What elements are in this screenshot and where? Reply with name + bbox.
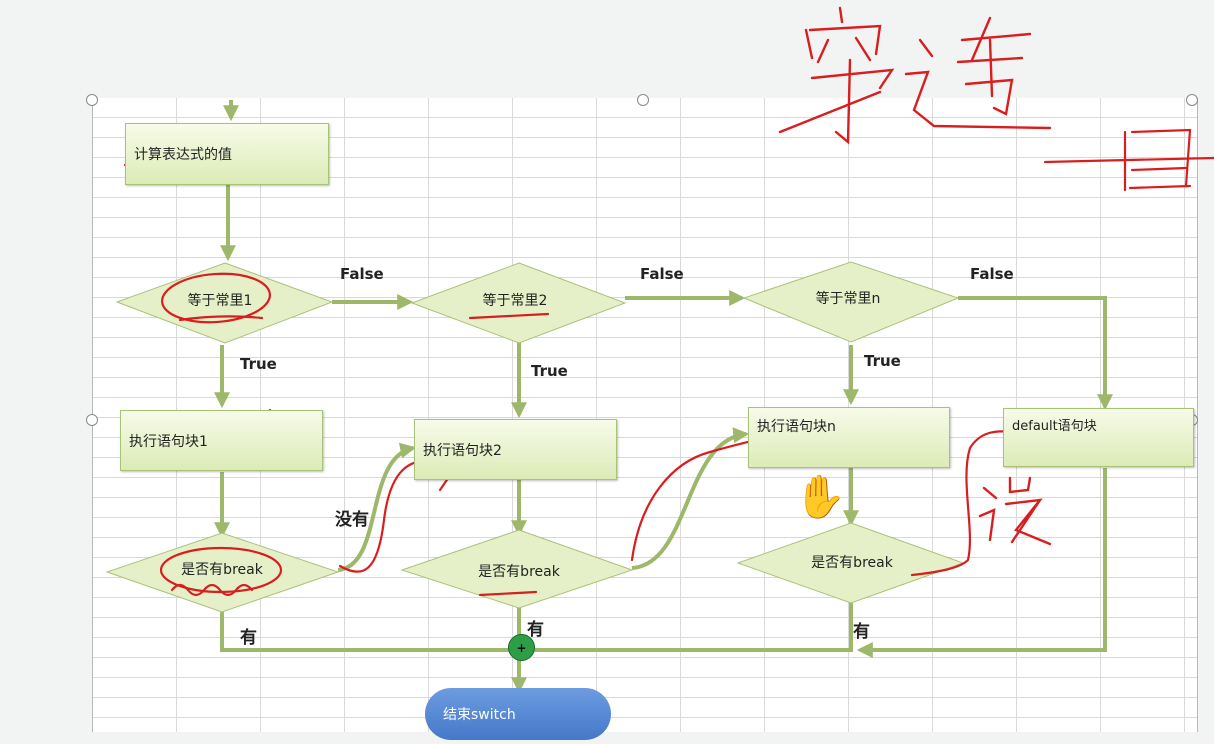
selection-handle[interactable] (1186, 94, 1198, 106)
edge-yes-3: 有 (853, 622, 870, 642)
decision-break1 (105, 532, 340, 613)
edge-none-1: 没有 (335, 510, 369, 530)
ink-curve (910, 430, 1014, 577)
connector (856, 468, 1107, 658)
ink-stroke (816, 36, 872, 64)
selection-handle[interactable] (637, 94, 649, 106)
decision-breakn-label: 是否有break (811, 555, 893, 571)
selection-handle[interactable] (86, 94, 98, 106)
edge-true-3: True (864, 352, 901, 370)
connector (631, 427, 750, 570)
ink-strike (1130, 166, 1188, 172)
edge-false-1: False (340, 265, 384, 283)
ink-stroke (964, 78, 1014, 116)
process-block1: 执行语句块1 (120, 410, 323, 471)
selection-handle[interactable] (86, 414, 98, 426)
edge-yes-2: 有 (527, 620, 544, 640)
connector (958, 296, 1113, 411)
ink-strike (1043, 156, 1214, 164)
decision-eq2 (410, 262, 627, 344)
decision-eq2-label: 等于常里2 (482, 293, 548, 309)
process-compute: 计算表达式的值 (125, 123, 329, 185)
decision-break1-label: 是否有break (181, 562, 263, 578)
connector (337, 442, 417, 572)
ink-circle (161, 272, 271, 324)
connector (220, 612, 517, 652)
end-switch-label: 结束switch (443, 707, 516, 723)
ink-stroke (838, 6, 844, 24)
process-blockn: 执行语句块n (748, 407, 950, 468)
ink-stroke (918, 38, 934, 58)
ink-stroke (956, 38, 1024, 98)
ink-underline (178, 315, 264, 322)
ink-stroke (778, 90, 882, 134)
ink-stroke (834, 58, 852, 145)
decision-eq1-label: 等于常里1 (187, 293, 253, 309)
ink-underline (468, 312, 550, 320)
end-switch-terminator: 结束switch (425, 688, 611, 740)
edge-true-1: True (240, 355, 277, 373)
edge-yes-1: 有 (240, 628, 257, 648)
connector (530, 603, 853, 652)
process-block2-label: 执行语句块2 (423, 442, 502, 459)
ink-strike (1128, 184, 1192, 190)
process-default: default语句块 (1003, 408, 1194, 467)
decision-eqn (742, 261, 960, 343)
ink-stroke (978, 486, 998, 542)
ink-stroke (804, 24, 882, 60)
ink-strike (1130, 128, 1192, 188)
edge-false-3: False (970, 265, 1014, 283)
process-default-label: default语句块 (1012, 419, 1097, 434)
ink-underline (478, 590, 538, 597)
decision-eq1 (115, 262, 334, 344)
edge-false-2: False (640, 265, 684, 283)
decision-breakn (736, 522, 965, 604)
merge-point[interactable]: + (508, 634, 535, 661)
ink-stroke (1010, 498, 1042, 544)
hand-cursor-icon: ✋ (794, 472, 847, 521)
ink-stroke (904, 70, 1052, 130)
process-block1-label: 执行语句块1 (129, 433, 208, 450)
edge-true-2: True (531, 362, 568, 380)
ink-scribble (170, 583, 254, 597)
ink-stroke (810, 68, 895, 90)
decision-eqn-label: 等于常里n (815, 291, 881, 307)
ink-stroke (1008, 476, 1032, 494)
decision-break2 (400, 529, 634, 609)
process-block2: 执行语句块2 (414, 419, 617, 480)
decision-break2-label: 是否有break (478, 564, 560, 580)
process-compute-label: 计算表达式的值 (134, 147, 232, 163)
process-blockn-label: 执行语句块n (757, 419, 836, 435)
ink-stroke (1004, 498, 1052, 546)
ink-stroke (960, 16, 1032, 62)
